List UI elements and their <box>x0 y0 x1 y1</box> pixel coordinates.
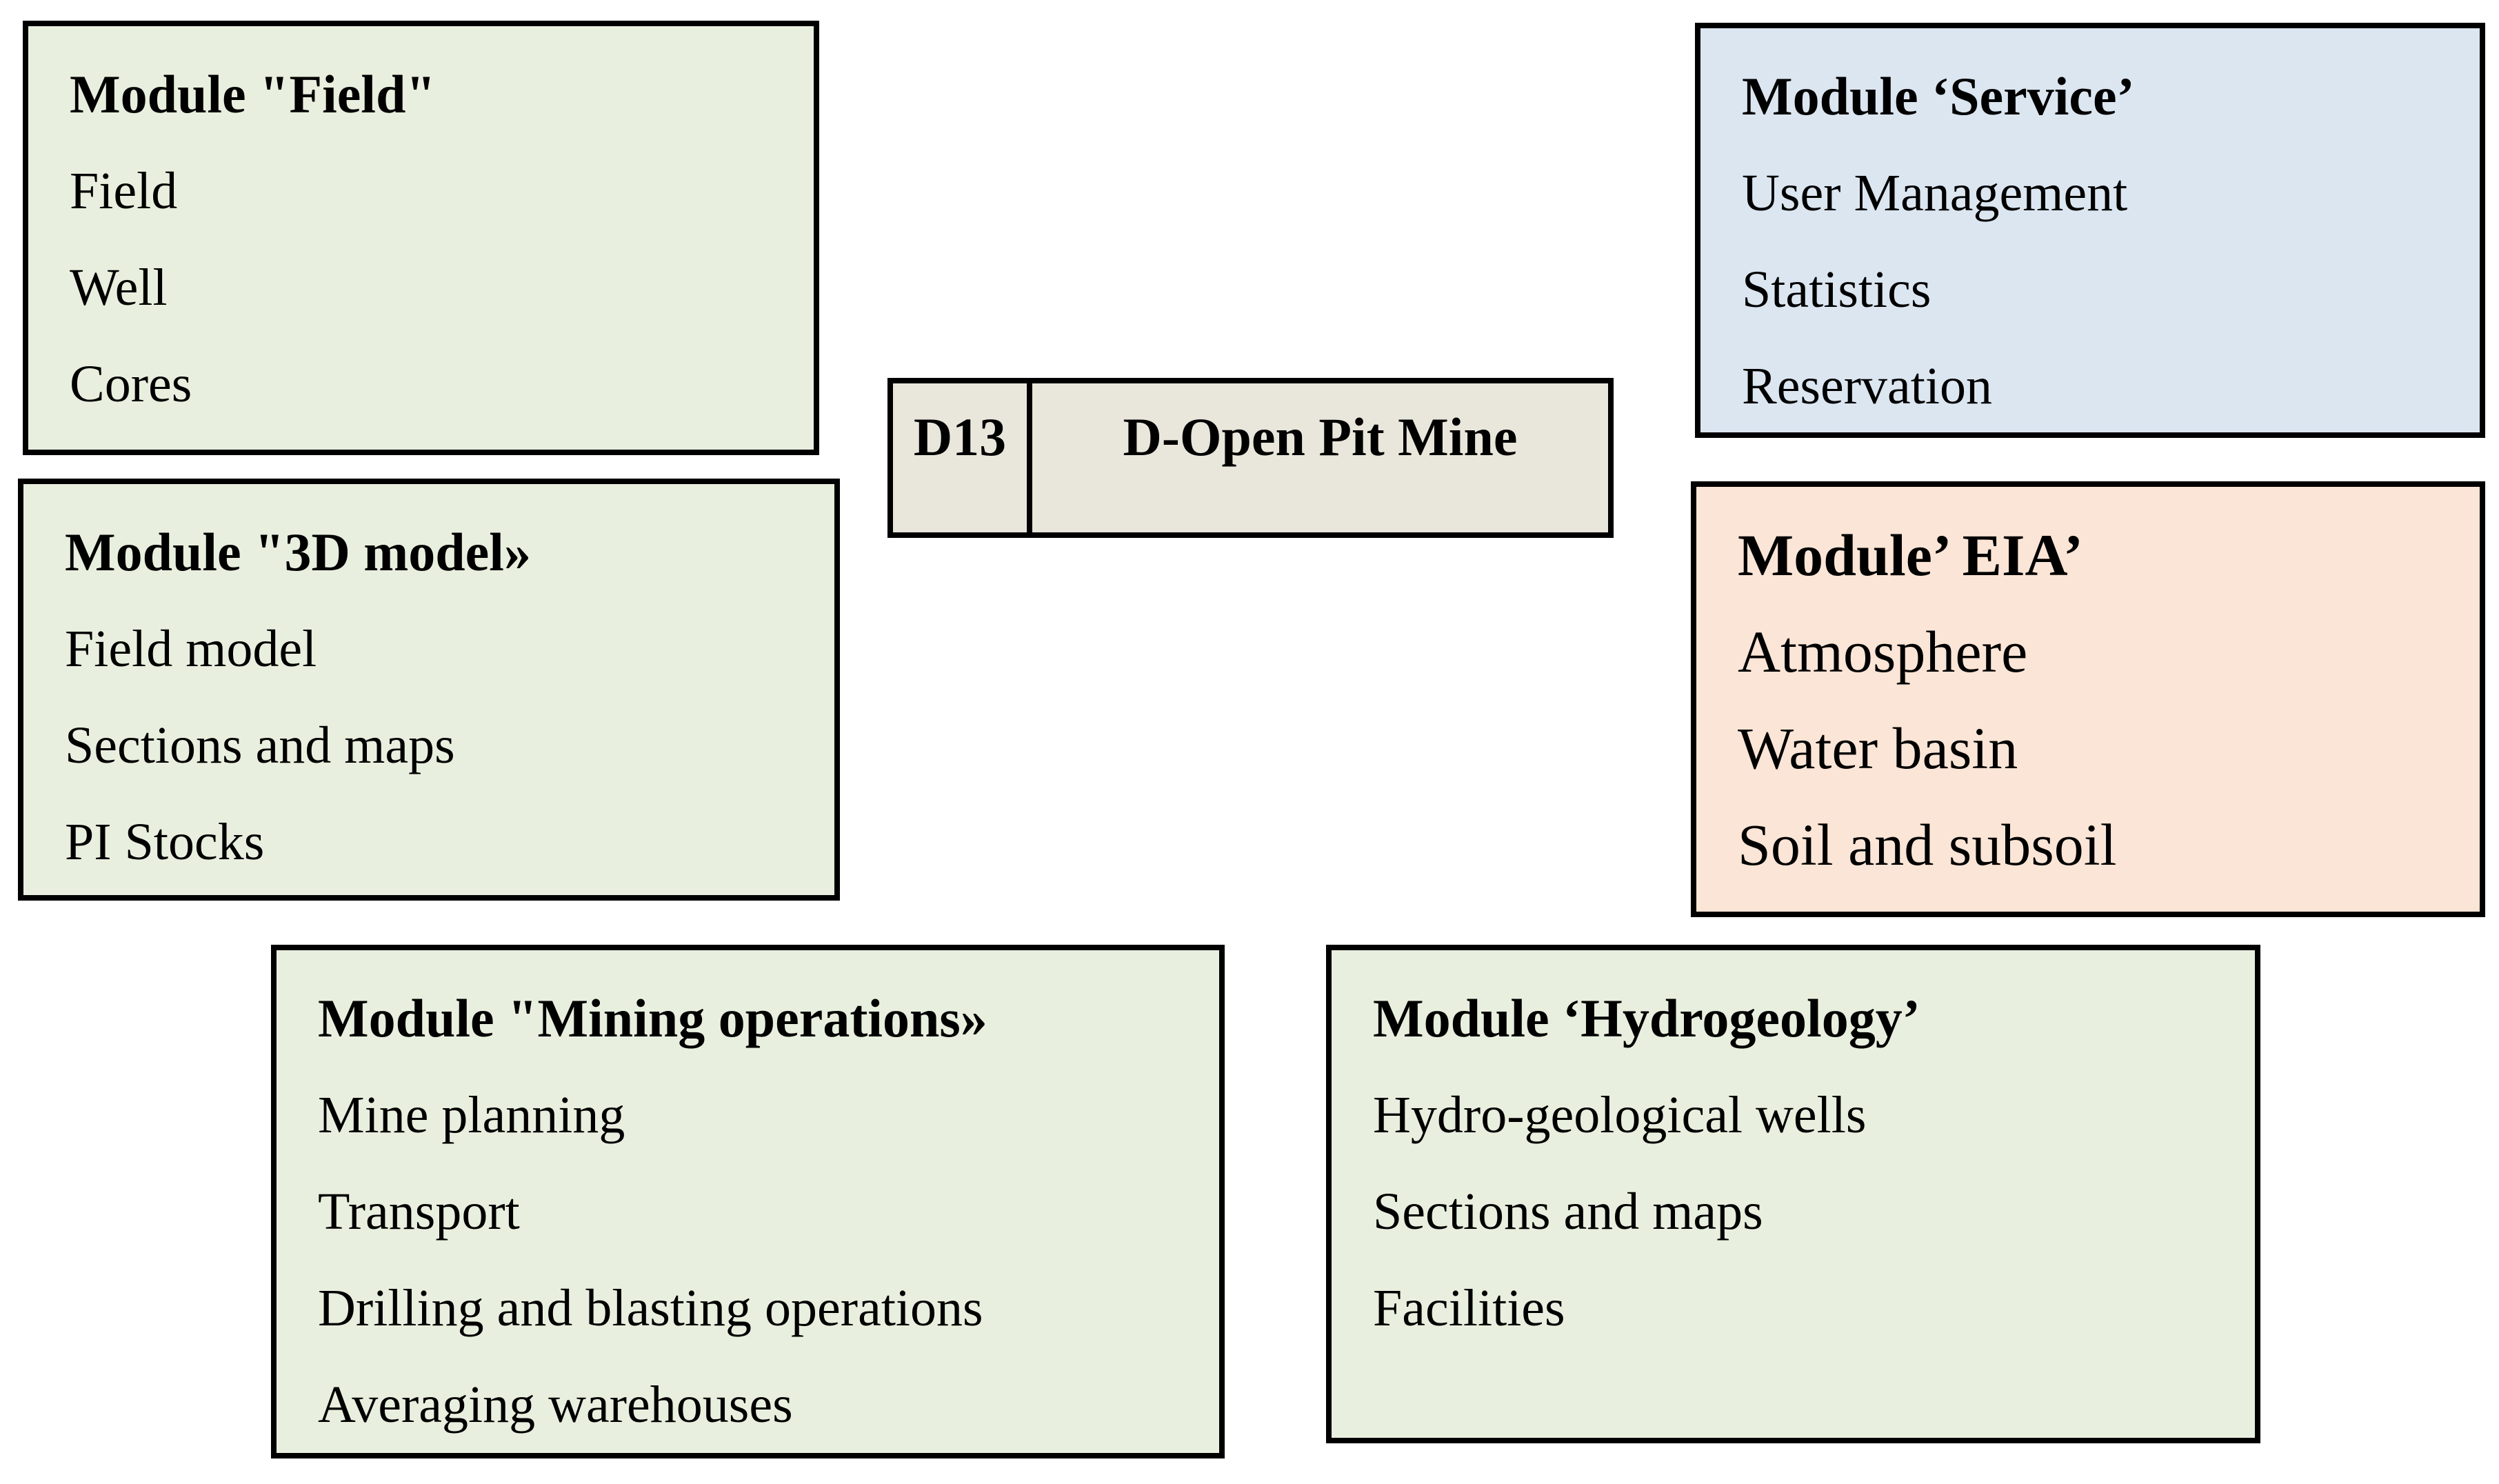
module-field-item-field: Field <box>70 161 178 220</box>
module-mining-operations-box: Module "Mining operations» Mine planning… <box>271 945 1225 1458</box>
module-eia-title: Module’ EIA’ <box>1738 522 2083 588</box>
module-service-box: Module ‘Service’ User Management Statist… <box>1695 23 2485 438</box>
module-3d-item-field-model: Field model <box>65 619 317 678</box>
module-eia-box: Module’ EIA’ Atmosphere Water basin Soil… <box>1691 481 2485 917</box>
module-mining-item-drilling-blasting: Drilling and blasting operations <box>318 1279 983 1337</box>
module-mining-item-averaging-warehouses: Averaging warehouses <box>318 1375 793 1434</box>
module-eia-item-atmosphere: Atmosphere <box>1738 619 2028 685</box>
module-mining-item-transport: Transport <box>318 1182 520 1241</box>
module-eia-item-water-basin: Water basin <box>1738 715 2018 781</box>
module-mining-item-mine-planning: Mine planning <box>318 1085 625 1144</box>
module-service-title: Module ‘Service’ <box>1742 66 2135 126</box>
module-hydro-item-sections-maps: Sections and maps <box>1373 1182 1763 1241</box>
module-field-title: Module "Field" <box>70 64 436 124</box>
module-mining-title: Module "Mining operations» <box>318 988 987 1048</box>
module-field-item-cores: Cores <box>70 354 192 413</box>
central-node: D13 D-Open Pit Mine <box>887 378 1614 538</box>
module-hydro-item-wells: Hydro-geological wells <box>1373 1085 1867 1144</box>
module-service-item-reservation: Reservation <box>1742 357 1993 415</box>
module-hydrogeology-title: Module ‘Hydrogeology’ <box>1373 988 1920 1048</box>
module-3d-item-pi-stocks: PI Stocks <box>65 812 265 871</box>
module-3d-item-sections-maps: Sections and maps <box>65 716 455 774</box>
module-service-item-statistics: Statistics <box>1742 260 1931 319</box>
module-hydro-item-facilities: Facilities <box>1373 1279 1565 1337</box>
module-service-item-user-management: User Management <box>1742 163 2128 222</box>
module-field-item-well: Well <box>70 258 168 317</box>
module-field-box: Module "Field" Field Well Cores <box>23 21 819 455</box>
module-3d-model-box: Module "3D model» Field model Sections a… <box>18 479 840 901</box>
central-node-title: D-Open Pit Mine <box>1123 407 1518 467</box>
central-node-code: D13 <box>893 383 1032 532</box>
module-eia-item-soil-subsoil: Soil and subsoil <box>1738 812 2117 878</box>
module-hydrogeology-box: Module ‘Hydrogeology’ Hydro-geological w… <box>1326 945 2260 1443</box>
module-3d-model-title: Module "3D model» <box>65 522 531 582</box>
